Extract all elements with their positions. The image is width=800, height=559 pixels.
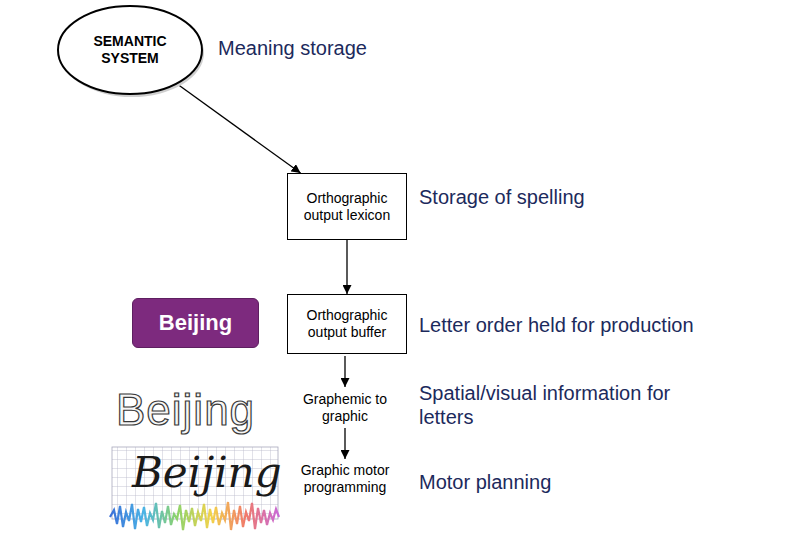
description-text: Letter order held for production <box>419 313 749 337</box>
node-text: SEMANTIC SYSTEM <box>82 33 178 67</box>
spectrum-baseline <box>110 517 280 518</box>
flow-arrow <box>346 240 347 294</box>
flow-arrow <box>344 356 345 387</box>
process-box: Orthographic output lexicon <box>287 173 407 240</box>
description-text: Spatial/visual information for letters <box>419 381 684 429</box>
stage-text: Graphemic to graphic <box>300 391 390 425</box>
flow-arrow <box>344 428 345 459</box>
description-text: Motor planning <box>419 470 719 494</box>
stage-text: Graphic motor programming <box>293 462 397 496</box>
description-text: Meaning storage <box>218 36 478 60</box>
dotted-letters: Beijing <box>116 384 286 437</box>
node-text: Orthographic output buffer <box>295 307 400 341</box>
description-text: Storage of spelling <box>419 185 719 209</box>
word-badge: Beijing <box>132 298 259 348</box>
process-box: Orthographic output buffer <box>287 294 407 354</box>
flow-arrow <box>177 84 301 173</box>
semantic-ellipse: SEMANTIC SYSTEM <box>55 3 205 97</box>
sound-spectrum <box>110 502 279 530</box>
node-text: Orthographic output lexicon <box>295 190 400 224</box>
ellipse-border <box>58 6 202 94</box>
node-text: Beijing <box>159 310 232 336</box>
handwritten-word: Beijing <box>132 448 282 498</box>
